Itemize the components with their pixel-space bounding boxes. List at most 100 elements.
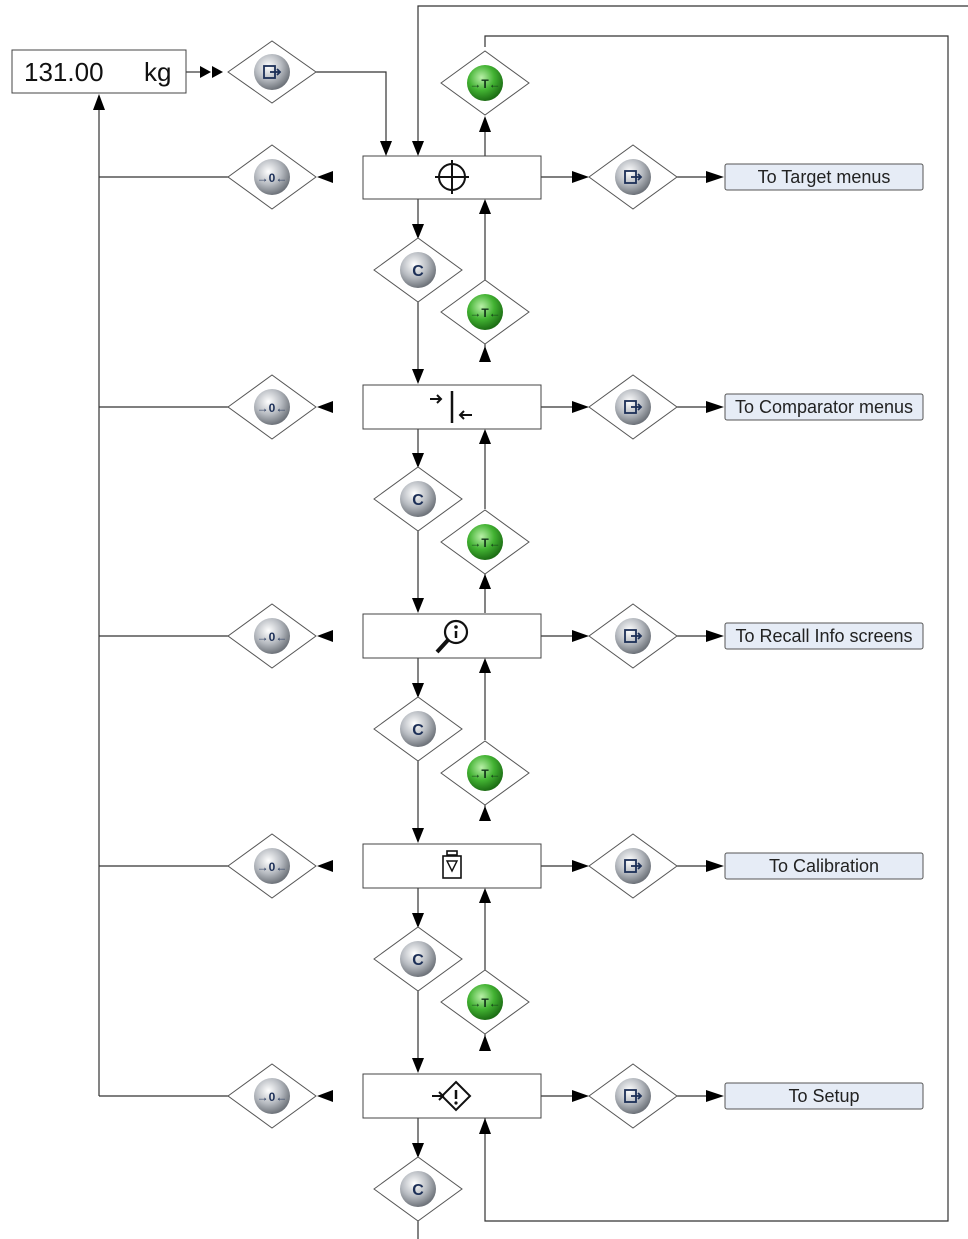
arrowhead [412,453,424,468]
arrowhead [93,94,105,110]
arrowhead [412,913,424,928]
zero-key[interactable]: →0← [227,144,317,210]
arrowhead [479,429,491,444]
tare-key[interactable]: →T← [440,969,530,1035]
destination-calibration[interactable]: To Calibration [724,852,924,880]
tare-key-icon: →T← [469,996,500,1010]
arrowhead [572,171,589,183]
menu-box-target[interactable] [362,155,542,200]
clear-key[interactable]: C [373,926,463,992]
destination-label: To Recall Info screens [735,626,912,646]
arrowhead [706,630,724,642]
zero-key-icon: →0← [257,630,288,644]
zero-key-icon: →0← [257,171,288,185]
arrowhead [200,66,211,78]
target-icon [435,160,469,194]
arrowhead [317,860,333,872]
calibration-weight-icon [442,850,462,879]
enter-key[interactable] [227,40,317,104]
menu-box-comparator[interactable] [362,384,542,430]
arrowhead [412,1143,424,1158]
tare-key-icon: →T← [469,536,500,550]
enter-key[interactable] [588,374,678,440]
arrowhead [479,806,491,821]
arrowhead [412,141,424,156]
destination-comparator-menus[interactable]: To Comparator menus [724,393,924,421]
arrowhead [572,1090,589,1102]
arrowhead [572,401,589,413]
comparator-icon [430,391,472,423]
arrowheads [93,66,724,1158]
arrowhead [412,1058,424,1073]
arrowhead [479,346,491,362]
clear-key[interactable]: C [373,237,463,303]
tare-key[interactable]: →T← [440,740,530,806]
destination-label: To Target menus [758,167,891,187]
clear-key[interactable]: C [373,696,463,762]
clear-key-icon: C [412,492,424,509]
destination-recall-info-screens[interactable]: To Recall Info screens [724,622,924,650]
clear-key-icon: C [412,1182,424,1199]
arrowhead [572,860,589,872]
clear-key[interactable]: C [373,1156,463,1222]
weight-value: 131.00 [24,57,104,87]
arrowhead [412,828,424,843]
tare-key[interactable]: →T← [440,279,530,345]
arrowhead [479,658,491,673]
enter-key[interactable] [588,144,678,210]
zero-key[interactable]: →0← [227,1063,317,1129]
arrowhead [479,574,491,589]
clear-key[interactable]: C [373,466,463,532]
zero-key[interactable]: →0← [227,603,317,669]
tare-key[interactable]: →T← [440,509,530,575]
zero-key-icon: →0← [257,860,288,874]
arrowhead [479,1118,491,1134]
destination-label: To Calibration [769,856,879,876]
arrowhead [479,116,491,132]
destination-target-menus[interactable]: To Target menus [724,163,924,191]
enter-key[interactable] [588,603,678,669]
arrowhead [317,630,333,642]
tare-key[interactable]: →T← [440,50,530,116]
arrowhead [317,171,333,183]
arrowhead [706,1090,724,1102]
arrowhead [706,401,724,413]
clear-key-icon: C [412,263,424,280]
menu-box-setup[interactable] [362,1073,542,1119]
zero-key-icon: →0← [257,1090,288,1104]
clear-key-icon: C [412,722,424,739]
arrowhead [479,888,491,903]
arrowhead [479,1035,491,1051]
setup-icon [432,1080,472,1112]
weight-display: 131.00 kg [11,49,187,94]
destination-label: To Setup [788,1086,859,1106]
weight-unit: kg [144,57,171,87]
arrowhead [380,141,392,156]
zero-key-icon: →0← [257,401,288,415]
tare-key-icon: →T← [469,77,500,91]
tare-key-icon: →T← [469,306,500,320]
arrowhead [317,1090,333,1102]
arrowhead [706,860,724,872]
destination-setup[interactable]: To Setup [724,1082,924,1110]
menu-box-recall-info[interactable] [362,613,542,659]
arrowhead [706,171,724,183]
weight-display-box [11,49,187,94]
arrowhead [412,683,424,698]
arrowhead [412,598,424,613]
enter-key[interactable] [588,833,678,899]
recall-info-icon [435,619,469,654]
arrowhead [212,66,223,78]
enter-key[interactable] [588,1063,678,1129]
zero-key[interactable]: →0← [227,833,317,899]
arrowhead [317,401,333,413]
arrowhead [412,224,424,239]
menu-box-calibration[interactable] [362,843,542,889]
destination-label: To Comparator menus [735,397,913,417]
arrowhead [412,369,424,384]
arrowhead [479,199,491,214]
clear-key-icon: C [412,952,424,969]
tare-key-icon: →T← [469,767,500,781]
zero-key[interactable]: →0← [227,374,317,440]
